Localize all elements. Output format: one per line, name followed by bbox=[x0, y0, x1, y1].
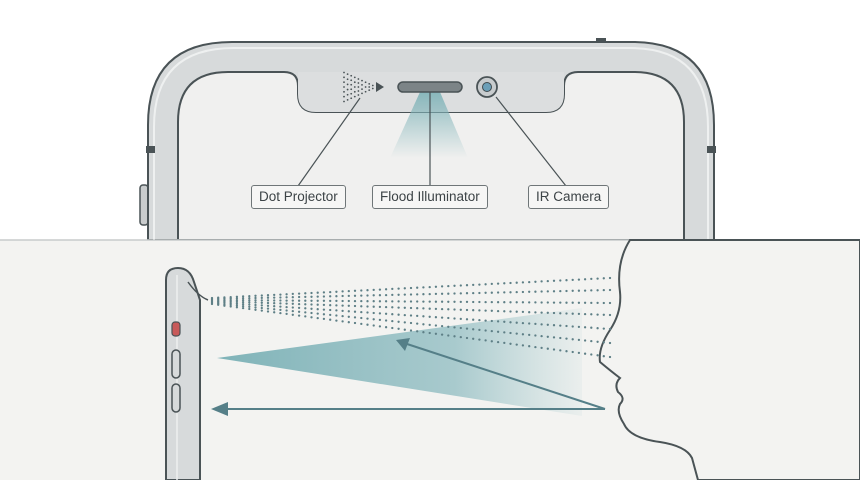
leader-line-ir-camera bbox=[495, 96, 567, 187]
flood-light-cone bbox=[390, 92, 468, 158]
flood-illuminator-icon bbox=[397, 81, 463, 93]
label-dot-projector: Dot Projector bbox=[251, 185, 346, 209]
leader-line-dot-projector bbox=[297, 97, 361, 187]
reflected-arrow-up bbox=[403, 342, 606, 410]
label-flood-illuminator: Flood Illuminator bbox=[372, 185, 488, 209]
phone-side-view bbox=[165, 266, 209, 480]
phone-front-view bbox=[139, 38, 716, 241]
phone-side-body bbox=[165, 266, 201, 480]
volume-up-button bbox=[171, 349, 181, 379]
projected-dot-pattern bbox=[210, 276, 612, 359]
side-button bbox=[139, 184, 149, 226]
dot-projector-icon bbox=[343, 71, 374, 103]
mute-switch bbox=[171, 321, 181, 337]
reflection-arrows bbox=[211, 338, 606, 416]
face-profile bbox=[598, 239, 860, 480]
label-ir-camera: IR Camera bbox=[528, 185, 610, 209]
flood-beam bbox=[217, 308, 582, 416]
volume-down-button bbox=[171, 383, 181, 413]
